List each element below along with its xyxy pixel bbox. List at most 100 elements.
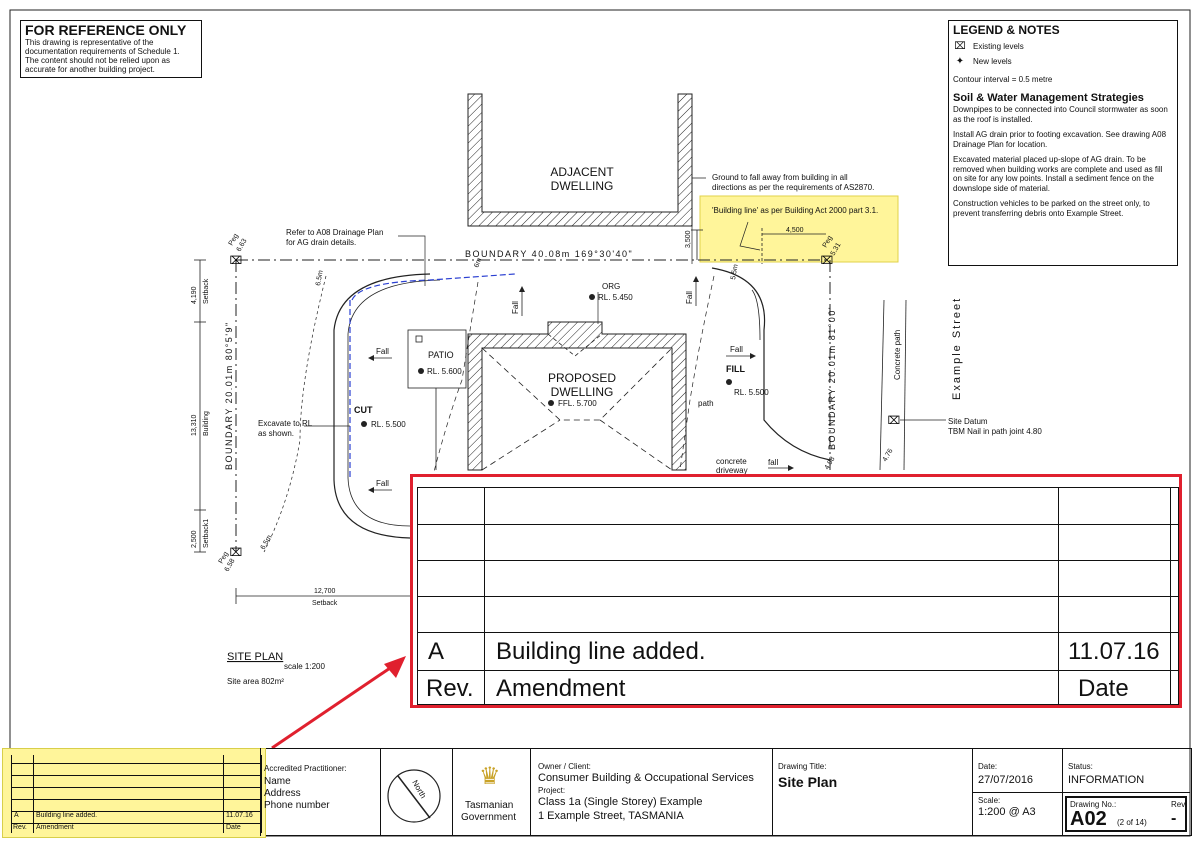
callout-arrow-head — [384, 656, 406, 678]
new-level-marker-patio — [418, 368, 424, 374]
soil-water-title: Soil & Water Management Strategies — [953, 92, 1144, 104]
ffl-label: FFL. 5.700 — [558, 399, 597, 408]
north-cell — [380, 748, 452, 836]
level-498-label: 4.98 — [824, 456, 837, 471]
legend-existing-levels-text: Existing levels — [973, 42, 1024, 51]
amendment-header-desc: Amendment — [496, 675, 626, 702]
adjacent-dwelling-walls — [467, 93, 693, 227]
patio-post — [415, 335, 423, 343]
legend-existing-levels: ⌧ Existing levels — [953, 41, 1173, 52]
scale-label: Scale: — [978, 796, 1001, 805]
existing-level-icon: ⌧ — [954, 41, 966, 52]
scale-value: 1:200 @ A3 — [978, 806, 1036, 818]
fall-label-3: Fall — [730, 345, 743, 354]
drawing-title-cell: Drawing Title: Site Plan — [772, 748, 972, 836]
mini-header-date: Date — [226, 824, 241, 831]
new-level-marker-fill — [726, 379, 732, 385]
practitioner-name: Name — [264, 776, 291, 787]
patio-rl-label: RL. 5.600 — [427, 367, 462, 376]
org-label: ORG — [602, 282, 620, 291]
site-area: Site area 802m² — [227, 677, 284, 686]
sheet-count: (2 of 14) — [1117, 818, 1147, 827]
rev-value: - — [1171, 810, 1177, 827]
dim-3500-label: 3,500 — [685, 230, 692, 248]
leader-refer — [398, 235, 426, 286]
street-name-label: Example Street — [951, 297, 963, 400]
drawing-title-value: Site Plan — [778, 774, 838, 790]
gov-name-line-1: Tasmanian — [465, 800, 514, 811]
project-label: Project: — [538, 786, 566, 795]
dim-4500-label: 4,500 — [786, 227, 804, 234]
amendment-desc-a: Building line added. — [496, 638, 706, 665]
gov-name-line-2: Government — [461, 812, 517, 823]
dim-13310-label: 13,310 — [191, 414, 198, 436]
fill-rl-label: RL. 5.500 — [734, 388, 769, 397]
concrete-driveway-label-2: driveway — [716, 466, 748, 475]
reference-note-title: FOR REFERENCE ONLY — [25, 22, 187, 38]
existing-level-marker-datum: ⌧ — [888, 414, 901, 427]
reference-note-line: The content should not be relied upon as — [25, 56, 170, 65]
legend-note: Excavated material placed up-slope of AG… — [953, 155, 1163, 193]
government-logo-cell: ♛ Tasmanian Government — [452, 748, 530, 836]
concrete-path-edge-1 — [879, 299, 885, 471]
roof-hip-lines-lower — [481, 419, 673, 471]
concrete-path-edge-2 — [903, 299, 907, 471]
excavate-note-line-2: as shown. — [258, 429, 294, 438]
roof-gable — [547, 333, 603, 357]
refer-note-line-2: for AG drain details. — [286, 238, 356, 247]
dim-2500-label: 2,500 — [191, 530, 198, 548]
refer-note-line-1: Refer to A08 Drainage Plan — [286, 228, 383, 237]
legend-contour-interval: Contour interval = 0.5 metre — [953, 75, 1053, 84]
tasmanian-government-logo-icon: ♛ — [479, 763, 501, 790]
legend-note: Construction vehicles to be parked on th… — [953, 199, 1150, 218]
practitioner-phone: Phone number — [264, 800, 330, 811]
contour-label-65b: 6.5m — [260, 534, 274, 551]
drawing-title-label: Drawing Title: — [778, 762, 827, 771]
reference-note-line: documentation requirements of Schedule 1… — [25, 47, 180, 56]
boundary-right-label: BOUNDARY 20.01m 81°00' — [827, 306, 837, 450]
roof-hip-lines — [481, 347, 673, 421]
path-label: path — [698, 399, 714, 408]
status-drawing-no-cell: Status: INFORMATION Drawing No.: Rev A02… — [1062, 748, 1190, 836]
date-scale-cell: Date: 27/07/2016 Scale: 1:200 @ A3 — [972, 748, 1063, 836]
leader-ground — [691, 177, 706, 264]
legend-notes-box: LEGEND & NOTES ⌧ Existing levels ✦ New l… — [948, 20, 1178, 266]
new-level-marker-cut — [361, 421, 367, 427]
patio-outline — [407, 329, 467, 389]
legend-new-levels: ✦ New levels — [953, 56, 1173, 67]
fall-label-5: Fall — [511, 301, 520, 314]
hardstand-outline — [333, 273, 431, 539]
mini-desc-a: Building line added. — [36, 812, 98, 819]
legend-title: LEGEND & NOTES — [953, 23, 1060, 37]
setback-label-top: Setback — [203, 278, 210, 304]
fall-label-6: Fall — [685, 291, 694, 304]
ground-note-line-1: Ground to fall away from building in all — [712, 173, 848, 182]
adjacent-dwelling-label: ADJACENT — [550, 165, 614, 179]
existing-level-marker-peg-bl: ⌧ — [230, 546, 243, 559]
existing-level-marker-peg-tl: ⌧ — [230, 254, 243, 267]
right-curve-inner — [751, 289, 761, 341]
dim-4190-label: 4,190 — [191, 286, 198, 304]
reference-note-box: FOR REFERENCE ONLY This drawing is repre… — [20, 20, 202, 78]
contour-line-3 — [679, 275, 715, 471]
contour-label-65a: 6.5m — [315, 270, 325, 287]
contour-line-2 — [263, 275, 327, 553]
concrete-driveway-label: concrete — [716, 457, 747, 466]
proposed-dwelling-label-2: DWELLING — [551, 385, 614, 399]
reference-note-line: This drawing is representative of the — [25, 38, 154, 47]
amendment-header-rev: Rev. — [426, 675, 474, 702]
amendment-table-callout: A Building line added. 11.07.16 Rev. Ame… — [410, 474, 1182, 708]
leader-building-line — [739, 221, 761, 251]
adjacent-dwelling-label-2: DWELLING — [551, 179, 614, 193]
building-line-highlight — [699, 195, 899, 263]
project-line-2: 1 Example Street, TASMANIA — [538, 810, 684, 822]
hardstand-inner — [347, 279, 441, 527]
cut-rl-label: RL. 5.500 — [371, 420, 406, 429]
right-hardstand-outline — [711, 267, 831, 461]
mini-date-a: 11.07.16 — [226, 812, 253, 819]
drawing-no-value: A02 — [1070, 808, 1107, 830]
svg-text:⌧: ⌧ — [821, 254, 834, 267]
callout-arrow-line — [271, 662, 397, 750]
boundary-top-label: BOUNDARY 40.08m 169°30'40" — [465, 249, 633, 259]
